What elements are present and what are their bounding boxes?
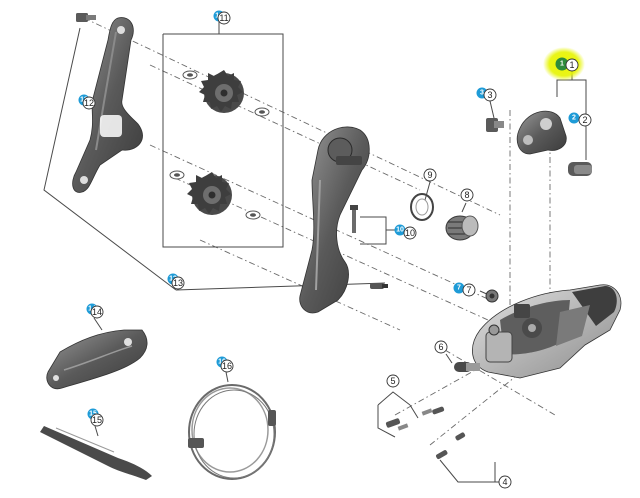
callout-number: 3 [487, 90, 492, 100]
spring-part [445, 215, 479, 241]
callout-6[interactable]: 6 [434, 340, 448, 354]
fixing-bolt-part [486, 118, 504, 132]
callout-ring [434, 340, 448, 354]
callout-number: 5 [390, 376, 395, 386]
stopper-nut-part [485, 289, 499, 303]
top-bolt-part [76, 13, 96, 22]
callout-number: 1 [569, 60, 574, 70]
bracket-axle-unit-part [516, 110, 592, 176]
guard-plate-part [46, 329, 148, 390]
cable-part [188, 384, 276, 480]
cable-cap-part [454, 362, 480, 372]
derailleur-main-body-part [472, 284, 622, 379]
callout-number: 12 [84, 98, 94, 108]
lower-pulley-part [169, 170, 261, 220]
callout-ring [386, 374, 400, 388]
callout-number: 13 [173, 278, 183, 288]
callout-ring [565, 58, 579, 72]
callout-badge [453, 282, 465, 294]
callout-9[interactable]: 9 [423, 168, 437, 182]
callout-4[interactable]: 4 [498, 475, 512, 489]
callout-badge-text: 2 [572, 115, 576, 122]
callout-ring [578, 113, 592, 127]
tool-part [40, 426, 152, 480]
callout-number: 7 [466, 285, 471, 295]
callout-markers: 1122334567789101011111212131314141515161… [78, 10, 592, 489]
adjust-screws-part [385, 406, 445, 431]
callout-number: 8 [464, 190, 469, 200]
callout-5[interactable]: 5 [386, 374, 400, 388]
callout-badge [555, 57, 569, 71]
clip-ring-part [410, 193, 434, 221]
callout-8[interactable]: 8 [460, 188, 474, 202]
callout-number: 15 [92, 415, 102, 425]
callout-badge-text: 10 [396, 227, 404, 234]
callout-number: 2 [582, 115, 587, 125]
callout-number: 9 [427, 170, 432, 180]
callout-badge-text: 3 [480, 90, 484, 97]
callout-ring [220, 359, 234, 373]
pulley-bolts-part [350, 205, 388, 289]
callout-badge-text: 7 [457, 285, 461, 292]
bracket-lines [43, 20, 587, 483]
callout-number: 16 [222, 361, 232, 371]
callout-ring [460, 188, 474, 202]
callout-number: 10 [405, 228, 415, 238]
callout-number: 14 [92, 307, 102, 317]
callout-number: 6 [438, 342, 443, 352]
callout-12[interactable]: 1212 [78, 94, 96, 110]
callout-number: 4 [502, 477, 507, 487]
callout-badge-text: 1 [560, 61, 564, 68]
assembly-axis-lines [83, 17, 556, 446]
callout-ring [462, 283, 476, 297]
callout-13[interactable]: 1313 [167, 273, 185, 290]
callout-ring [483, 88, 497, 102]
callout-badge [568, 112, 580, 124]
callout-badge-text: 15 [89, 411, 97, 418]
callout-ring [498, 475, 512, 489]
callout-ring [90, 413, 104, 427]
callout-16[interactable]: 1616 [216, 356, 234, 373]
lower-screws-part [436, 432, 466, 460]
callout-14[interactable]: 1414 [86, 303, 104, 319]
callout-11[interactable]: 1111 [213, 10, 231, 25]
upper-pulley-part [182, 70, 270, 117]
outer-cage-plate-part [299, 126, 370, 314]
callout-number: 11 [219, 13, 228, 23]
callout-ring [403, 226, 417, 240]
callout-ring [82, 96, 96, 110]
callout-ring [171, 276, 185, 290]
callout-ring [423, 168, 437, 182]
callout-badge [394, 224, 406, 236]
callout-ring [90, 305, 104, 319]
callout-ring [217, 11, 231, 25]
